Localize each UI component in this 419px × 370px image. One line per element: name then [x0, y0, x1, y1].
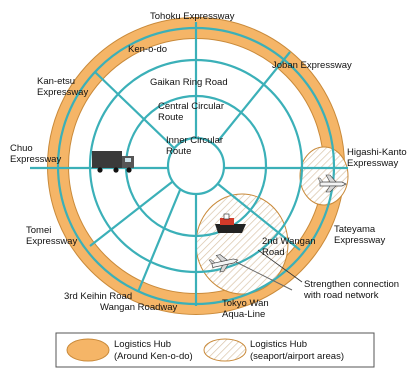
label-tateyama-2: Expressway [334, 235, 385, 246]
truck-icon [92, 151, 134, 173]
label-3rd-keihin-2: Wangan Roadway [100, 302, 178, 313]
label-inner-2: Route [166, 146, 191, 157]
legend-swatch-seaport [203, 338, 247, 362]
label-tohoku: Tohoku Expressway [150, 11, 235, 22]
label-strengthen-2: with road network [303, 290, 379, 301]
legend: Logistics Hub (Around Ken-o-do) Logistic… [55, 332, 375, 368]
label-tateyama-1: Tateyama [334, 224, 376, 235]
airplane-icon-east [317, 174, 347, 193]
label-central-1: Central Circular [158, 101, 224, 112]
joban-expressway-line [217, 51, 291, 142]
label-tomei-1: Tomei [26, 225, 51, 236]
seaport-hub-east [299, 146, 349, 206]
label-tokyo-wan-2: Aqua-Line [222, 309, 265, 320]
airplane-icon-bay [208, 254, 239, 273]
keihin-3rd-line [136, 189, 182, 293]
label-2nd-wangan-2: Road [262, 247, 285, 258]
label-kan-etsu-1: Kan-etsu [37, 76, 75, 87]
tateyama-expressway-line [217, 183, 301, 251]
legend-label-seaport-1: Logistics Hub [250, 339, 307, 350]
label-chuo-1: Chuo [10, 143, 33, 154]
label-strengthen-1: Strengthen connection [304, 279, 399, 290]
label-3rd-keihin-1: 3rd Keihin Road [64, 291, 132, 302]
label-ken-o-do: Ken-o-do [128, 44, 167, 55]
label-joban: Joban Expressway [272, 60, 352, 71]
legend-swatch-ken-o-do [66, 338, 110, 362]
label-tokyo-wan-1: Tokyo Wan [222, 298, 269, 309]
ship-icon [215, 213, 246, 233]
label-kan-etsu-2: Expressway [37, 87, 88, 98]
label-gaikan: Gaikan Ring Road [150, 77, 228, 88]
aqua-line-connector [235, 261, 293, 291]
label-2nd-wangan-1: 2nd Wangan [262, 236, 316, 247]
legend-label-seaport-2: (seaport/airport areas) [250, 351, 344, 362]
radial-expressways [30, 22, 348, 306]
label-central-2: Route [158, 112, 183, 123]
legend-label-ken-o-do-1: Logistics Hub [114, 339, 171, 350]
label-tomei-2: Expressway [26, 236, 77, 247]
label-higashi-kanto-2: Expressway [347, 158, 398, 169]
kan-etsu-expressway-line [94, 71, 175, 149]
strengthen-pointer [257, 249, 303, 283]
label-higashi-kanto-1: Higashi-Kanto [347, 147, 407, 158]
road-labels: Tohoku Expressway Ken-o-do Joban Express… [10, 11, 407, 320]
legend-label-ken-o-do-2: (Around Ken-o-do) [114, 351, 193, 362]
tomei-expressway-line [89, 181, 173, 247]
label-inner-1: Inner Circular [166, 135, 223, 146]
label-chuo-2: Expressway [10, 154, 61, 165]
